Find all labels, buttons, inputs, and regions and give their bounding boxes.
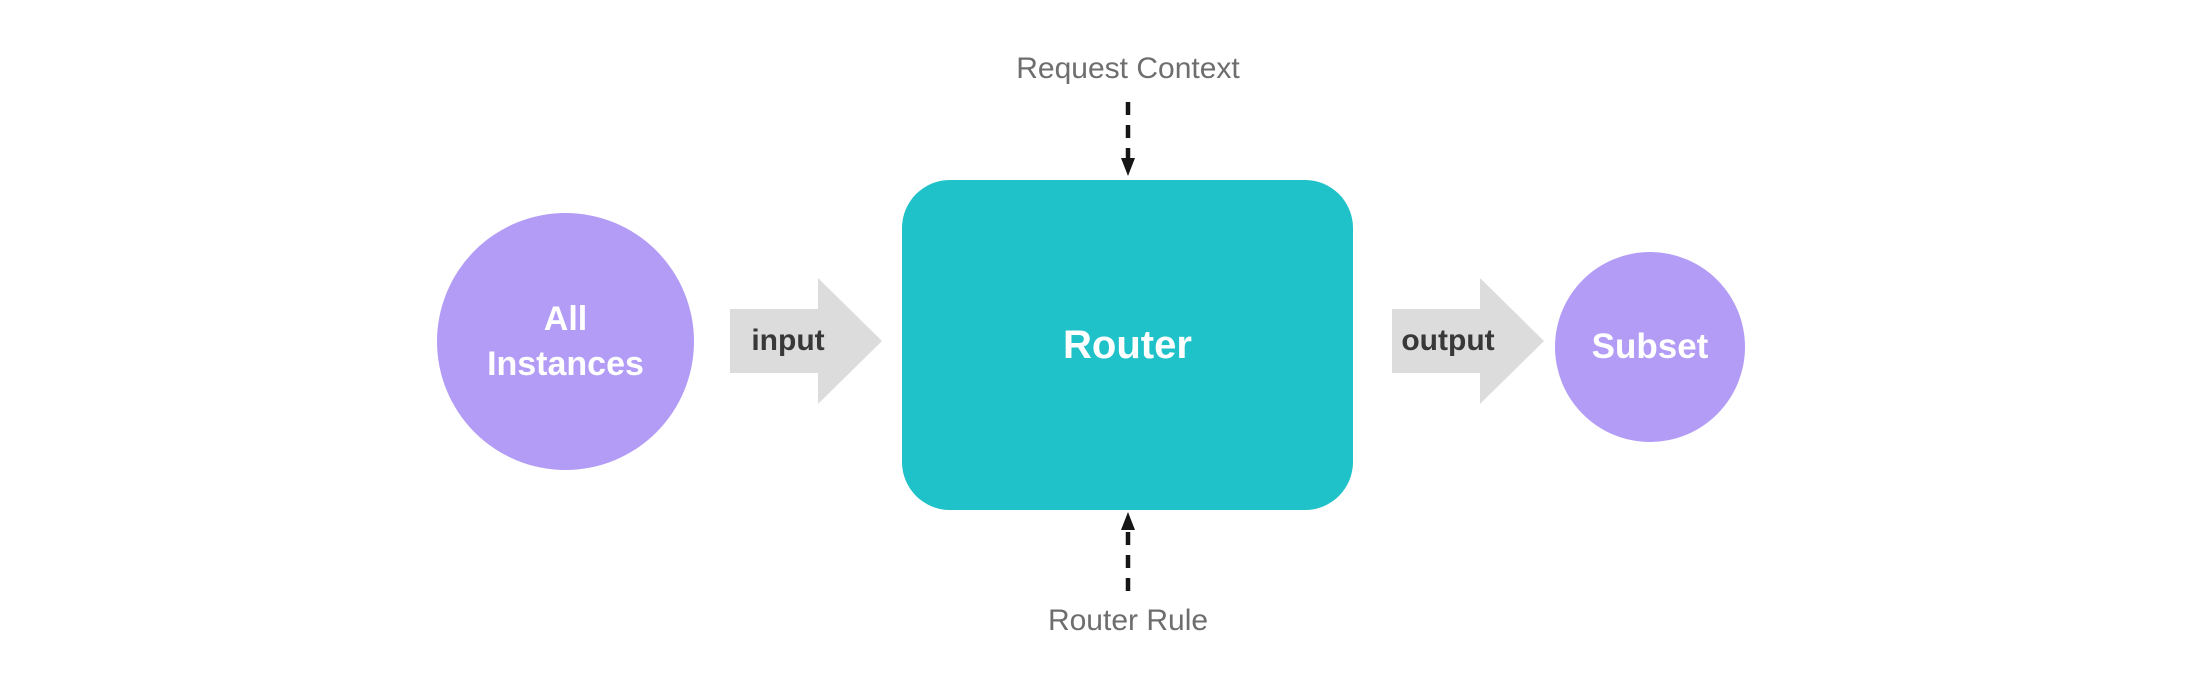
request-context-arrow-icon: [1121, 102, 1135, 176]
router-label: Router: [1063, 322, 1192, 367]
router-rule-arrow-icon: [1121, 512, 1135, 596]
output-arrow-label: output: [1401, 324, 1495, 357]
subset-label: Subset: [1591, 327, 1709, 366]
input-arrow-icon: [730, 278, 882, 404]
router-rule-label: Router Rule: [1047, 604, 1209, 637]
node-all-instances: All Instances: [437, 213, 694, 470]
node-subset: Subset: [1555, 252, 1745, 442]
request-context-label: Request Context: [1016, 52, 1240, 85]
output-arrow-icon: [1392, 278, 1544, 404]
all-instances-label: All Instances: [487, 300, 644, 383]
node-router: Router: [902, 180, 1353, 510]
input-arrow-label: input: [751, 324, 825, 357]
